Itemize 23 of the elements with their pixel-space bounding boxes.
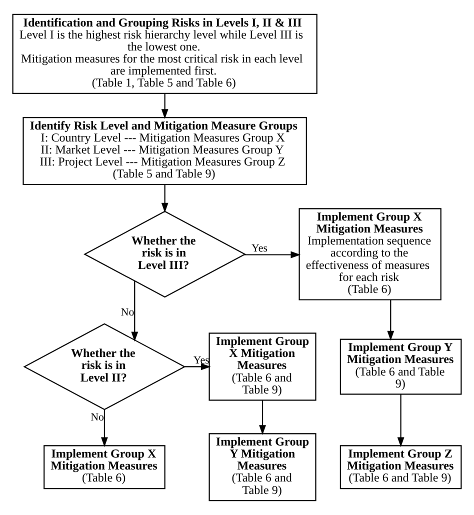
node-box: Implement Group X Mitigation Measures (Table 6 and Table 9) <box>208 332 316 401</box>
node-box: Implement Group X Mitigation Measures (Table 6) <box>44 445 166 490</box>
arrow <box>259 400 266 435</box>
arrow <box>184 363 211 370</box>
edge-label: Yes <box>193 354 210 366</box>
arrow <box>387 300 394 341</box>
node-box: Implement Group Y Mitigation Measures (Table 6 and Table 9) <box>340 338 462 395</box>
node-box: Implement Group Z Mitigation Measures (Table 6 and Table 9) <box>340 445 462 490</box>
node-box: Identify Risk Level and Mitigation Measure Groups I: Country Level --- Mitigation Measures Group X II: Market Level --- Mitigation Measures Group Y III: Project Level --- Mitigation Measures Group Z (Table 5 and Table 9) <box>22 117 307 186</box>
arrow <box>131 281 138 342</box>
arrow <box>244 251 301 258</box>
arrow <box>101 410 108 448</box>
node-box: Implement Group Y Mitigation Measures (Table 6 and Table 9) <box>208 433 316 502</box>
edge-label: No <box>120 306 134 319</box>
node-diamond: Whether the risk is in Level II? <box>23 323 186 410</box>
node-box: Identification and Grouping Risks in Levels I, II & III Level I is the highest risk hierarchy level while Level III is the lowest one. Mitigation measures for the most critical risk in each level are implemented first. (Table 1, Table 5 and Table 6) <box>12 14 318 94</box>
edge-label: Yes <box>252 242 268 254</box>
arrow <box>397 394 404 448</box>
node-box: Implement Group X Mitigation Measures Implementation sequence according to the effectiveness of measures for each risk (Table 6) <box>298 208 442 300</box>
arrow <box>161 94 168 120</box>
node-diamond: Whether the risk is in Level III? <box>84 210 246 298</box>
edge-label: No <box>90 411 104 424</box>
arrow <box>161 184 168 213</box>
